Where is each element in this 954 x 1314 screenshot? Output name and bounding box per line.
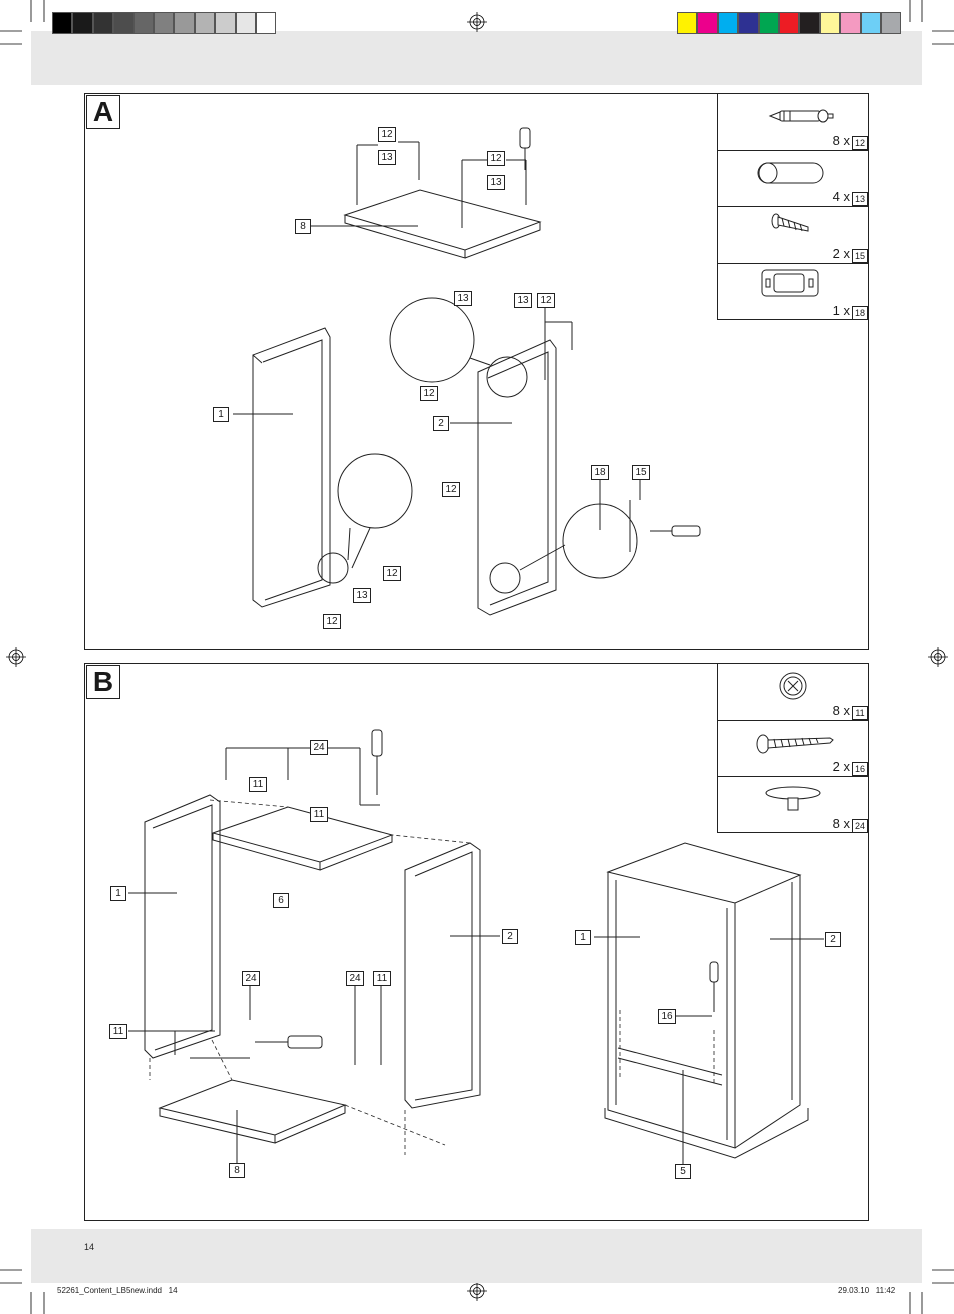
color-swatch (92, 12, 114, 34)
label-11: 11 (109, 1024, 127, 1039)
label-24: 24 (310, 740, 328, 755)
label-12: 12 (420, 386, 438, 401)
part-count: 8 x (832, 133, 850, 148)
part-count: 4 x (832, 189, 850, 204)
label-1: 1 (213, 407, 229, 422)
page-number: 14 (84, 1242, 95, 1252)
header-band (31, 31, 922, 85)
color-swatch (113, 12, 134, 34)
label-1: 1 (110, 886, 126, 901)
color-swatch (215, 12, 236, 34)
color-swatch (799, 12, 820, 34)
part-number: 11 (852, 706, 868, 720)
part-number: 16 (852, 762, 868, 776)
dowel-screw-icon (768, 109, 834, 123)
color-swatch (697, 12, 718, 34)
part-magnetic-catch: 1 x 18 (718, 264, 868, 320)
label-11: 11 (249, 777, 267, 792)
label-2: 2 (502, 929, 518, 944)
label-24: 24 (242, 971, 260, 986)
color-swatch (860, 12, 881, 34)
label-5: 5 (675, 1164, 691, 1179)
color-swatch (72, 12, 93, 34)
wood-screw-icon (771, 213, 809, 232)
label-12: 12 (383, 566, 401, 581)
gray-swatch-bar (52, 12, 277, 34)
label-12: 12 (323, 614, 341, 629)
label-12: 12 (487, 151, 505, 166)
part-count: 1 x (832, 303, 850, 318)
color-swatch (778, 12, 800, 34)
label-13: 13 (378, 150, 396, 165)
file-info: 52261_Content_LB5new.indd 14 (57, 1286, 178, 1295)
part-number: 18 (852, 306, 868, 320)
label-13: 13 (353, 588, 371, 603)
part-long-screw: 2 x 16 (718, 721, 868, 777)
color-swatch (758, 12, 779, 34)
cam-lock-icon (779, 672, 807, 700)
label-11: 11 (373, 971, 391, 986)
shelf-support-icon (765, 786, 821, 811)
parts-box-b: 8 x 11 2 x 16 8 x 24 (717, 663, 869, 833)
label-2: 2 (825, 932, 841, 947)
magnetic-catch-icon (761, 269, 819, 297)
label-12: 12 (537, 293, 555, 308)
label-18: 18 (591, 465, 609, 480)
label-8: 8 (229, 1163, 245, 1178)
part-count: 8 x (832, 703, 850, 718)
label-15: 15 (632, 465, 650, 480)
color-swatch (677, 12, 698, 34)
color-swatch (840, 12, 861, 34)
label-24: 24 (346, 971, 364, 986)
label-16: 16 (658, 1009, 676, 1024)
label-13: 13 (514, 293, 532, 308)
print-date: 29.03.10 11:42 (838, 1286, 896, 1295)
part-number: 24 (852, 819, 868, 833)
wooden-dowel-icon (757, 162, 824, 184)
color-swatch (819, 12, 841, 34)
section-b-tag: B (86, 665, 120, 699)
color-swatch (194, 12, 216, 34)
part-cam-lock: 8 x 11 (718, 664, 868, 721)
color-swatch (153, 12, 175, 34)
color-swatch (174, 12, 195, 34)
part-count: 2 x (832, 759, 850, 774)
color-swatch (235, 12, 256, 34)
part-number: 12 (852, 136, 868, 150)
part-shelf-support: 8 x 24 (718, 777, 868, 833)
label-12: 12 (378, 127, 396, 142)
label-11: 11 (310, 807, 328, 822)
footer-band (31, 1229, 922, 1283)
part-dowel-screw: 8 x 12 (718, 94, 868, 151)
label-13: 13 (454, 291, 472, 306)
color-swatch (255, 12, 277, 34)
long-screw-icon (756, 734, 834, 754)
label-8: 8 (295, 219, 311, 234)
label-2: 2 (433, 416, 449, 431)
color-swatch (717, 12, 739, 34)
color-swatch (52, 12, 73, 34)
part-wooden-dowel: 4 x 13 (718, 151, 868, 207)
registration-mark-icon (6, 12, 948, 1301)
color-swatch-bar (677, 12, 902, 34)
parts-box-a: 8 x 12 4 x 13 2 x 15 (717, 93, 869, 320)
part-number: 15 (852, 249, 868, 263)
label-1: 1 (575, 930, 591, 945)
label-13: 13 (487, 175, 505, 190)
section-a-tag: A (86, 95, 120, 129)
label-12: 12 (442, 482, 460, 497)
color-swatch (880, 12, 902, 34)
color-swatch (133, 12, 154, 34)
part-number: 13 (852, 192, 868, 206)
part-count: 2 x (832, 246, 850, 261)
label-6: 6 (273, 893, 289, 908)
color-swatch (738, 12, 759, 34)
part-wood-screw: 2 x 15 (718, 207, 868, 264)
part-count: 8 x (832, 816, 850, 831)
